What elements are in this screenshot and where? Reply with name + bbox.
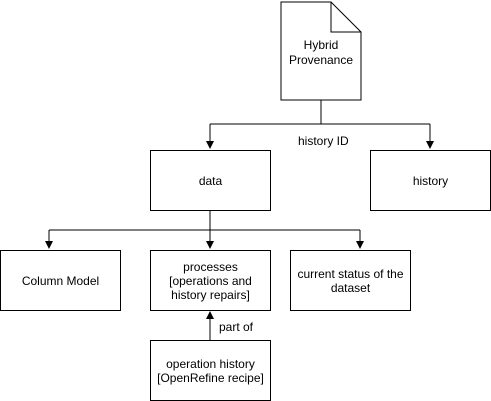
node-processes-label: processes [operations and history repair… <box>169 259 252 302</box>
root-document-shape <box>280 1 362 101</box>
edge-label-history-id: history ID <box>296 134 351 148</box>
root-document-fold <box>330 2 361 33</box>
edge-root-to-children <box>206 100 434 149</box>
node-history: history <box>370 150 491 211</box>
node-column-model: Column Model <box>0 250 121 311</box>
node-data: data <box>150 150 271 211</box>
node-processes: processes [operations and history repair… <box>150 250 271 311</box>
edge-label-part-of: part of <box>219 320 254 334</box>
node-history-label: history <box>412 173 449 188</box>
node-operation-history: operation history [OpenRefine recipe] <box>150 340 271 401</box>
node-current-status: current status of the dataset <box>290 250 411 311</box>
node-data-label: data <box>198 173 223 188</box>
node-hybrid-provenance-label: Hybrid Provenance <box>288 38 354 67</box>
edge-data-to-children <box>45 210 364 249</box>
node-operation-history-label: operation history [OpenRefine recipe] <box>157 356 264 385</box>
node-column-model-label: Column Model <box>21 273 100 288</box>
node-current-status-label: current status of the dataset <box>297 266 404 295</box>
